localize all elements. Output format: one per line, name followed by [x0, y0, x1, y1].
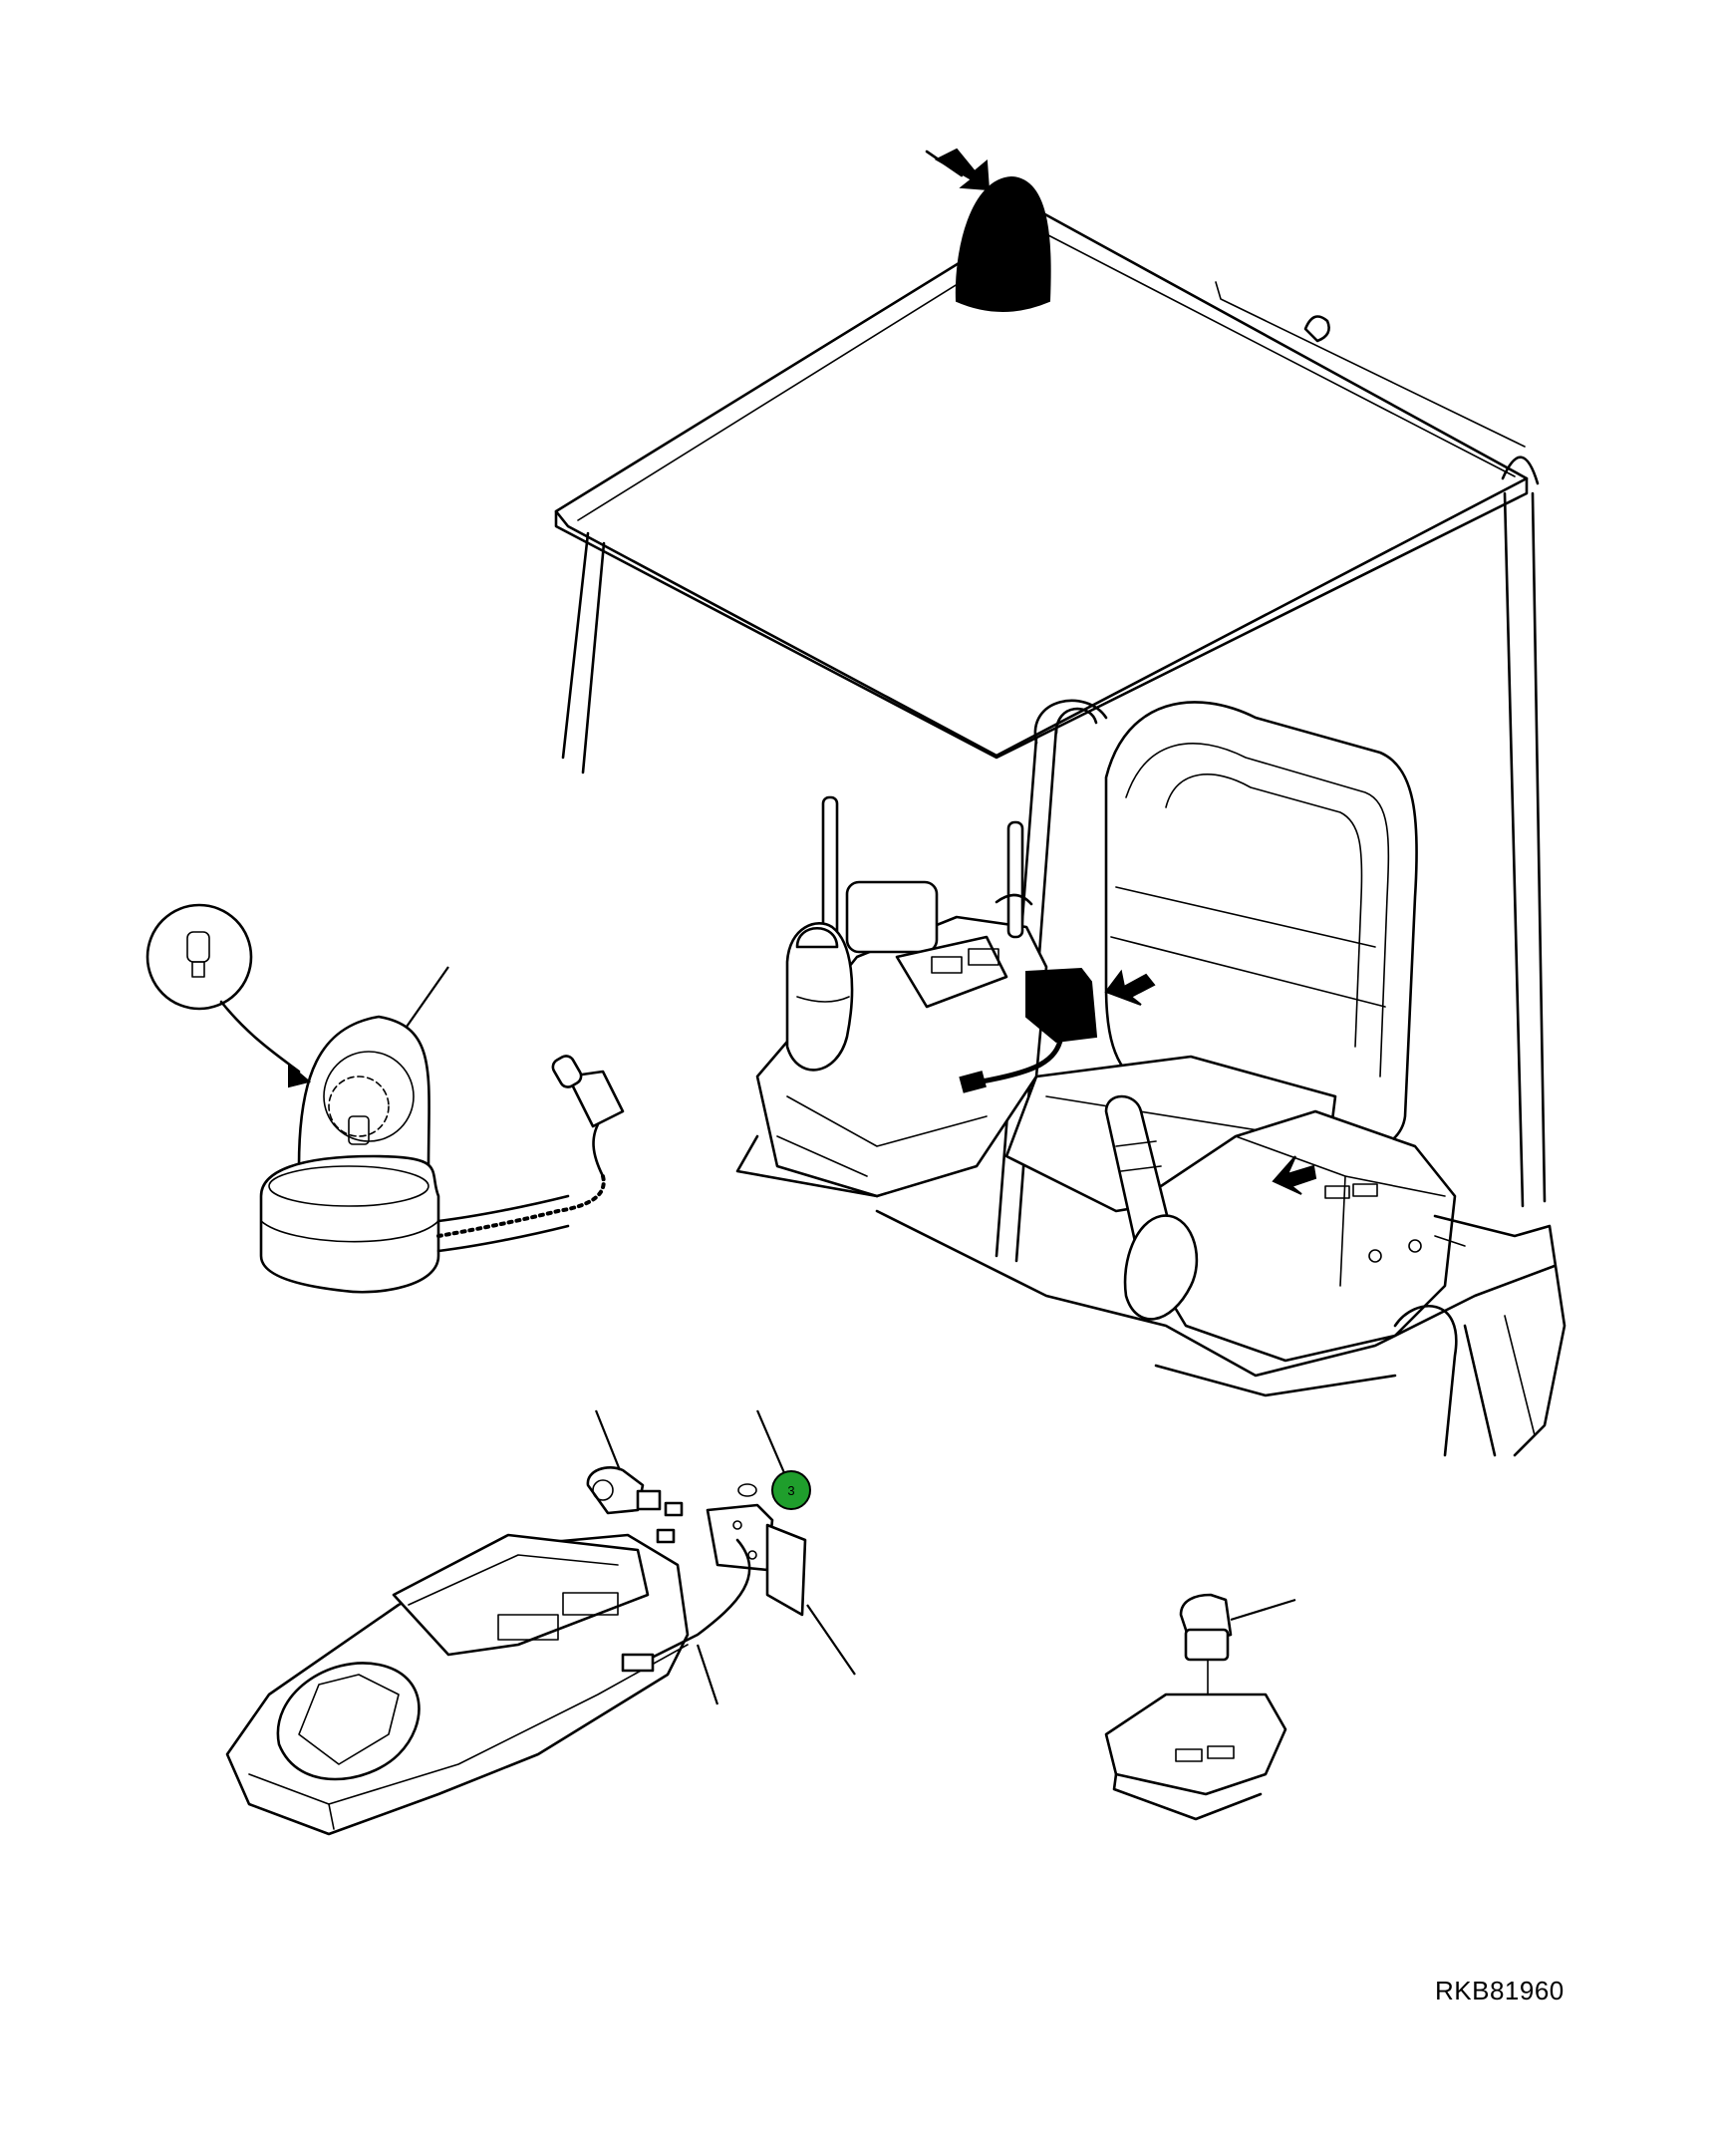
svg-text:3: 3: [787, 1483, 794, 1498]
leader-beacon: [406, 966, 449, 1028]
left-joystick: [785, 795, 854, 1072]
leader-socket: [594, 1409, 622, 1471]
lever-rod: [995, 820, 1033, 939]
arrow-to-switch-icon: [1272, 1155, 1317, 1195]
leader-harness: [696, 1644, 719, 1705]
machine-body: [735, 1134, 1567, 1457]
leader-switch: [1230, 1598, 1296, 1622]
socket-part: [586, 1465, 662, 1515]
leader-bracket: [806, 1604, 856, 1676]
washer: [737, 1483, 757, 1497]
terminals: [656, 1501, 684, 1544]
switch-panel-exploded: [225, 1533, 690, 1836]
coiled-cable: [436, 1055, 625, 1253]
arrow-to-connector-icon: [1104, 969, 1156, 1006]
right-joystick: [1104, 1094, 1199, 1321]
beacon-exploded: [259, 1015, 440, 1294]
right-console: [1144, 1109, 1457, 1363]
rocker-switch-detail: [1104, 1593, 1287, 1821]
beacon-on-roof: [955, 175, 1051, 312]
connector-highlight: [959, 967, 1098, 1093]
callout-3: 3: [771, 1470, 811, 1510]
drawing-code: RKB81960: [1435, 1976, 1565, 2005]
bracket-and-harness: [621, 1503, 807, 1673]
bulb-detail: [145, 903, 312, 1088]
leader-callout-3: [755, 1409, 787, 1476]
arrow-to-beacon-icon: [925, 148, 991, 191]
